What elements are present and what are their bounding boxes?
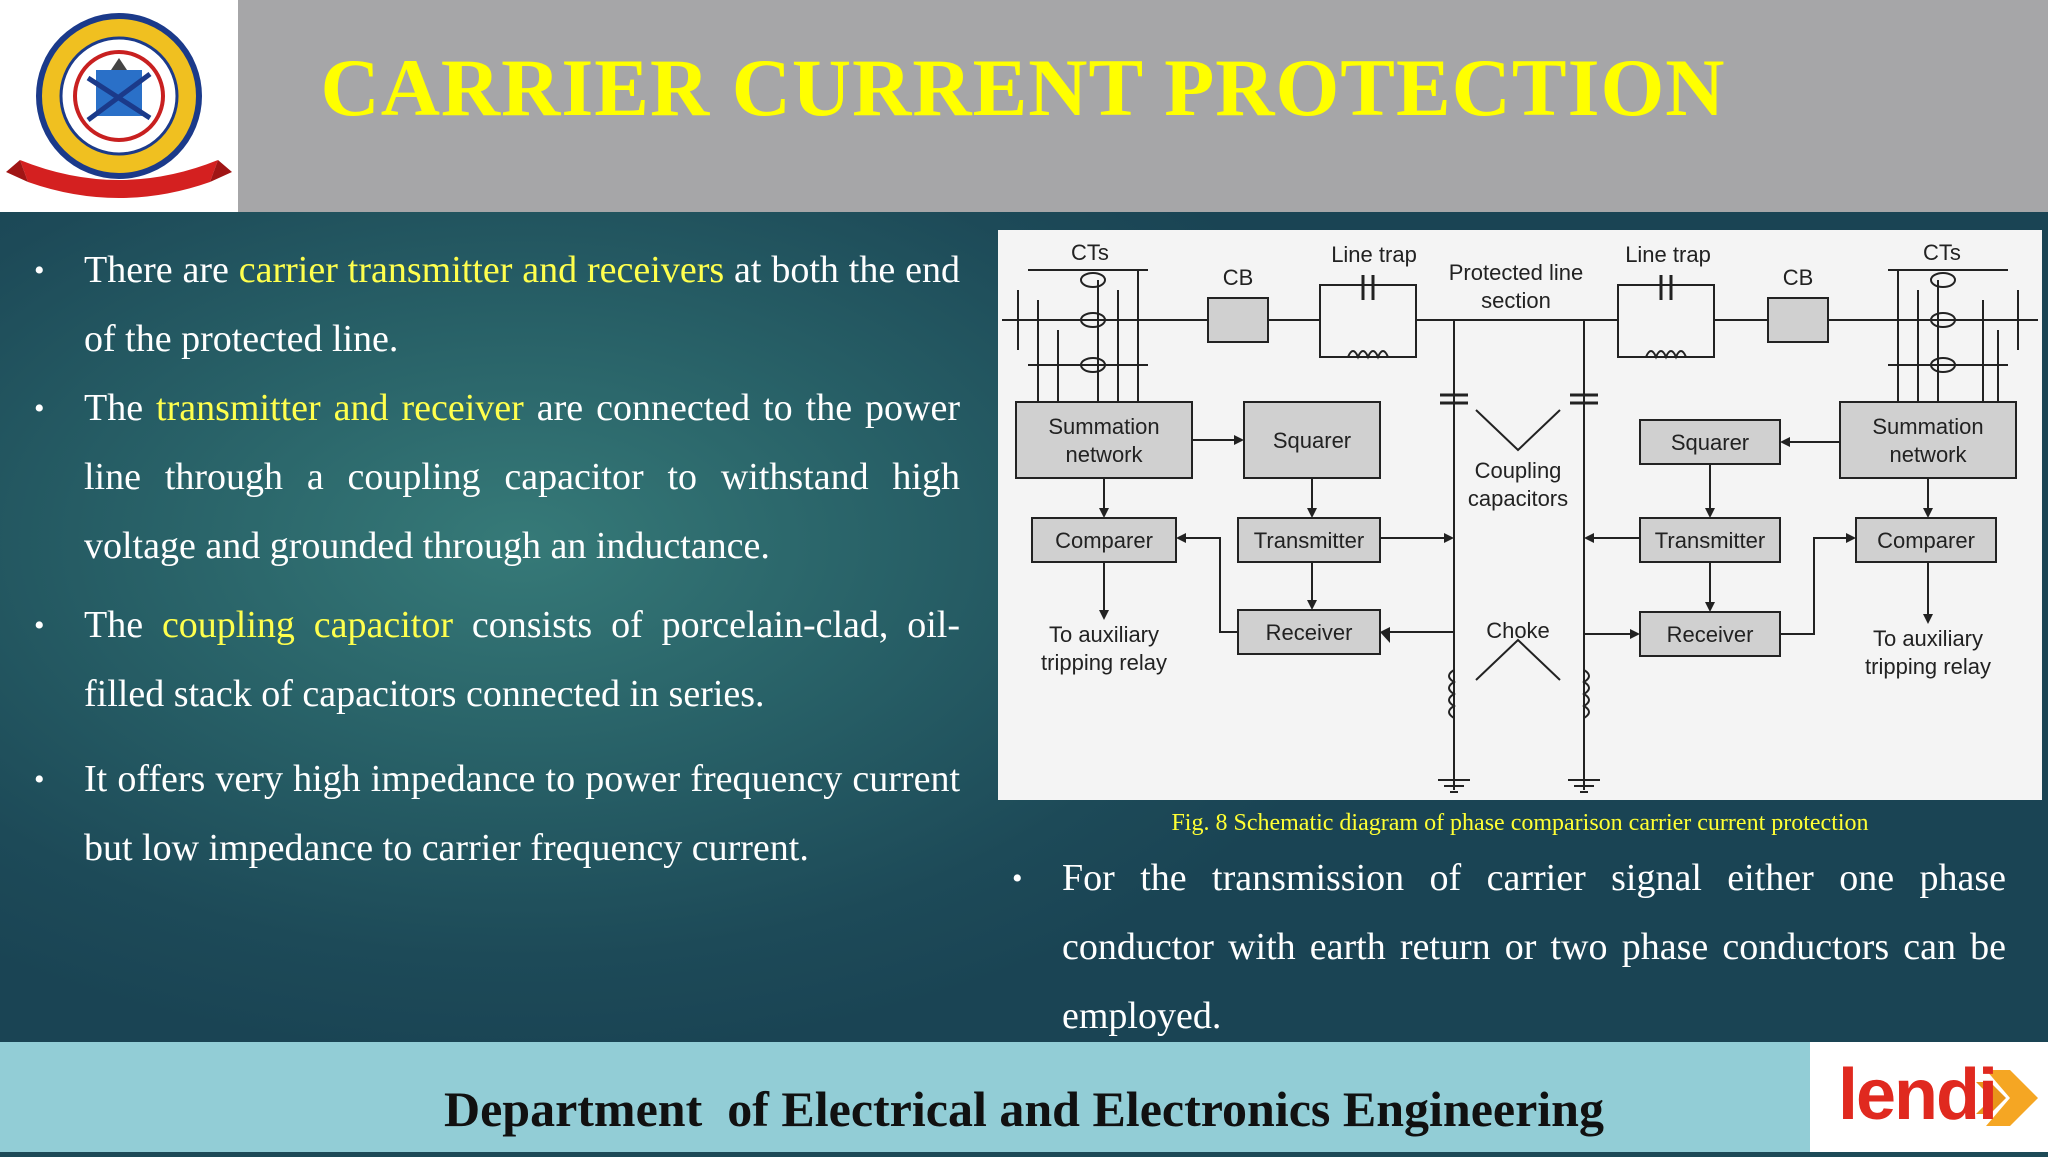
figure-caption: Fig. 8 Schematic diagram of phase compar… [1171, 810, 1869, 836]
schematic-figure: CTs CTs CB CB Line trap Line trap Protec… [998, 230, 2042, 800]
bullet-text: For the transmission of carrier signal e… [1062, 857, 2006, 1037]
bullet-dot-icon: • [34, 763, 45, 796]
label-coupling: Coupling [1475, 458, 1562, 483]
department-name: Department of Electrical and Electronics… [443, 1081, 1604, 1137]
header-bar [0, 0, 2048, 212]
label-tripping-right: tripping relay [1865, 654, 1991, 679]
bullet-highlight: coupling capacitor [161, 604, 454, 646]
bullet-text: The [84, 387, 157, 429]
label-cts-left: CTs [1071, 240, 1109, 265]
lendi-logo-text: lendi [1838, 1055, 1998, 1135]
bullet-item: • The coupling capacitor consists of por… [34, 591, 960, 729]
label-aux-right: To auxiliary [1873, 626, 1983, 651]
bullet-dot-icon: • [34, 254, 45, 287]
bullet-text: at both the end of the protected line. [84, 249, 960, 360]
label-comparer-right: Comparer [1877, 528, 1975, 553]
bullet-dot-icon: • [34, 392, 45, 425]
bullet-item-right: • For the transmission of carrier signal… [1012, 844, 2006, 1051]
bullet-item: • The transmitter and receiver are conne… [34, 374, 960, 581]
label-summation-left: Summation [1048, 414, 1159, 439]
slide-title: CARRIER CURRENT PROTECTION [320, 42, 1726, 133]
label-squarer-left: Squarer [1273, 428, 1351, 453]
label-protected-section: section [1481, 288, 1551, 313]
institute-logo [0, 0, 238, 212]
bullet-dot-icon: • [1012, 862, 1023, 895]
label-summation-network-right: network [1889, 442, 1967, 467]
label-comparer-left: Comparer [1055, 528, 1153, 553]
label-protected-line: Protected line [1449, 260, 1584, 285]
label-transmitter-left: Transmitter [1254, 528, 1364, 553]
bullet-highlight: carrier transmitter and receivers [238, 249, 725, 291]
footer-bar [0, 1042, 2048, 1152]
label-choke: Choke [1486, 618, 1550, 643]
label-line-trap-right: Line trap [1625, 242, 1711, 267]
label-receiver-left: Receiver [1266, 620, 1353, 645]
label-summation-network-left: network [1065, 442, 1143, 467]
bullet-text: are connected to the power line through … [84, 387, 960, 567]
bullet-dot-icon: • [34, 609, 45, 642]
bullet-highlight: transmitter and receiver [156, 387, 524, 429]
bullet-text: It offers very high impedance to power f… [84, 758, 960, 869]
bullet-item: • There are carrier transmitter and rece… [34, 236, 960, 374]
bullet-text: The [84, 604, 162, 646]
label-cts-right: CTs [1923, 240, 1961, 265]
label-aux-left: To auxiliary [1049, 622, 1159, 647]
lendi-logo [1810, 1042, 2048, 1152]
label-coupling-capacitors: capacitors [1468, 486, 1568, 511]
label-cb-right: CB [1783, 265, 1814, 290]
label-summation-right: Summation [1872, 414, 1983, 439]
label-receiver-right: Receiver [1667, 622, 1754, 647]
label-squarer-right: Squarer [1671, 430, 1749, 455]
label-tripping-left: tripping relay [1041, 650, 1167, 675]
label-line-trap-left: Line trap [1331, 242, 1417, 267]
bullet-item: • It offers very high impedance to power… [34, 745, 960, 883]
bullet-text: consists of porcelain-clad, oil-filled s… [84, 604, 961, 715]
bullet-text: There are [84, 249, 239, 291]
label-cb-left: CB [1223, 265, 1254, 290]
bullet-list: • There are carrier transmitter and rece… [34, 236, 960, 883]
label-transmitter-right: Transmitter [1655, 528, 1765, 553]
